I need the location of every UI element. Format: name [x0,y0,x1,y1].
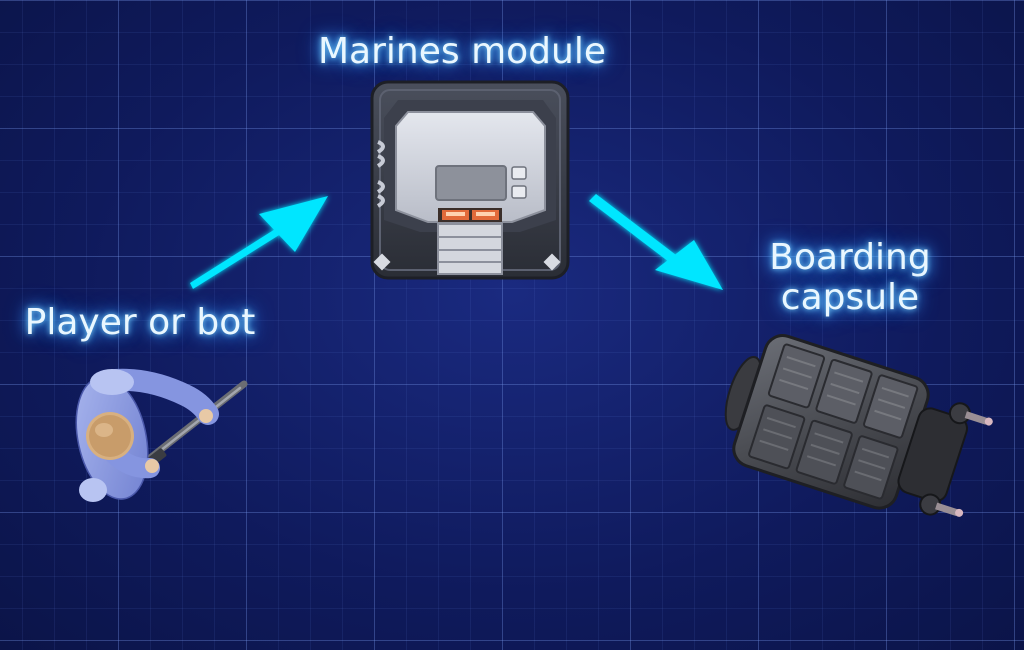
arrow-module-to-capsule [589,194,723,290]
soldier-with-rifle-icon [75,368,248,502]
arrow-player-to-module [190,196,328,289]
boarding-capsule-icon [724,334,993,517]
player-or-bot-label: Player or bot [24,302,256,343]
marines-module-label: Marines module [318,31,606,72]
boarding-capsule-label-line2: capsule [780,277,920,318]
marines-module-icon [370,80,570,280]
boarding-capsule-label: Boarding capsule [760,238,940,318]
boarding-capsule-label-line1: Boarding [769,237,931,278]
